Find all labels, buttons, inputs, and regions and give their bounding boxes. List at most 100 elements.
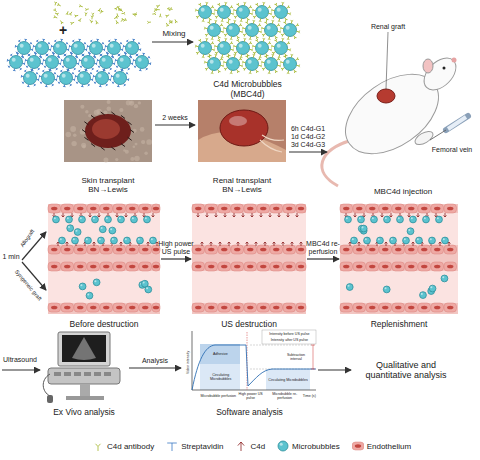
streptavidin-glyph [125,72,128,75]
suture [84,122,88,125]
photo-texture [103,157,108,162]
endothelial-cell [270,204,283,213]
cell-nucleus [395,306,401,310]
bubble-highlight [239,44,243,48]
antibody-glyph [211,70,214,74]
c4d-glyph [255,242,258,246]
endothelial-cell [74,204,87,213]
antibody-glyph [255,3,259,7]
cell-nucleus [260,207,266,211]
antibody-glyph [253,51,257,55]
bubble-highlight [258,44,262,48]
endothelial-cell [270,262,283,271]
antibody-glyph [252,20,255,24]
streptavidin-glyph [112,62,115,65]
cell-nucleus [195,306,201,310]
microbubble [390,237,397,244]
antibody-glyph [295,23,299,27]
antibody-glyph [277,64,281,67]
c4d-glyph [287,213,290,217]
antibody-glyph [248,41,252,45]
panel-caption: US destruction [221,320,277,330]
cell-nucleus [234,265,240,269]
antibody-glyph [258,30,262,33]
bubble-highlight [430,238,432,240]
c4d-glyph [358,242,361,246]
antibody-glyph [210,5,214,9]
streptavidin-glyph [45,84,48,87]
photo-texture [94,110,100,116]
streptavidin-glyph [60,70,63,73]
antibody-glyph [239,30,243,33]
microbubble [377,237,384,244]
bubble-highlight [201,8,205,12]
bubble-highlight [20,44,24,48]
antibody-glyph [214,54,217,58]
streptavidin-glyph [93,56,96,59]
antibody-glyph [215,15,219,19]
microbubble [284,24,297,37]
endothelial-cell [418,204,431,213]
photo-texture [66,132,71,137]
legend-item: Endothelium [352,440,411,452]
endothelial-cell [405,245,418,254]
endothelial-cell [100,262,113,271]
streptavidin-glyph [64,54,67,57]
endothelial-cell [244,204,257,213]
streptavidin-glyph [108,78,111,81]
antibody-glyph [118,8,122,12]
photo-texture [138,101,141,104]
cell-nucleus [116,207,122,211]
streptavidin-glyph [58,80,61,83]
antibody-glyph [156,8,160,11]
microbubble [423,216,430,223]
rat-ear [423,59,433,73]
cell-nucleus [234,207,240,211]
microbubble [407,228,414,235]
streptavidin-glyph [78,70,81,73]
endothelial-cell [48,262,61,271]
endothelial-cell [444,245,457,254]
bubble-highlight [38,44,42,48]
antibody-glyph [114,6,118,10]
streptavidin-glyph [134,64,137,67]
antibody-glyph [159,14,162,18]
streptavidin-glyph [87,45,90,48]
endothelial-cell [418,262,431,271]
streptavidin-glyph [50,83,53,86]
suture [91,144,95,147]
cell-nucleus [421,248,427,252]
endothelial-cell [353,245,366,254]
flow-arrow [129,367,181,368]
streptavidin-glyph [70,53,73,56]
antibody-glyph [223,61,227,64]
legend-item: Streptavidin [166,440,223,452]
endothelial-cell [379,262,392,271]
console-key [54,372,61,376]
endothelial-cell [152,303,160,312]
microbubble [246,24,259,37]
endothelial-cell [48,204,61,213]
antibody-glyph [245,55,249,59]
endothelial-cell [139,262,152,271]
renal-graft [377,89,395,103]
antibody-glyph [293,35,297,39]
antibody-glyph [168,7,172,11]
antibody-glyph [217,35,221,39]
endothelial-cell [100,204,113,213]
cell-nucleus [260,265,266,269]
cell-nucleus [90,207,96,211]
streptavidin-glyph [101,42,104,45]
streptavidin-glyph [108,40,111,43]
reference-line [250,345,314,369]
antibody-glyph [98,8,102,12]
c4d-glyph [66,242,69,246]
microbubble [93,279,100,286]
c4d-glyph [291,242,294,246]
bubble-highlight [352,238,354,240]
annotation-label: Intensity after US pulse [263,338,315,342]
antibody-glyph [89,19,93,23]
cell-nucleus [129,306,135,310]
cell-nucleus [273,207,279,211]
